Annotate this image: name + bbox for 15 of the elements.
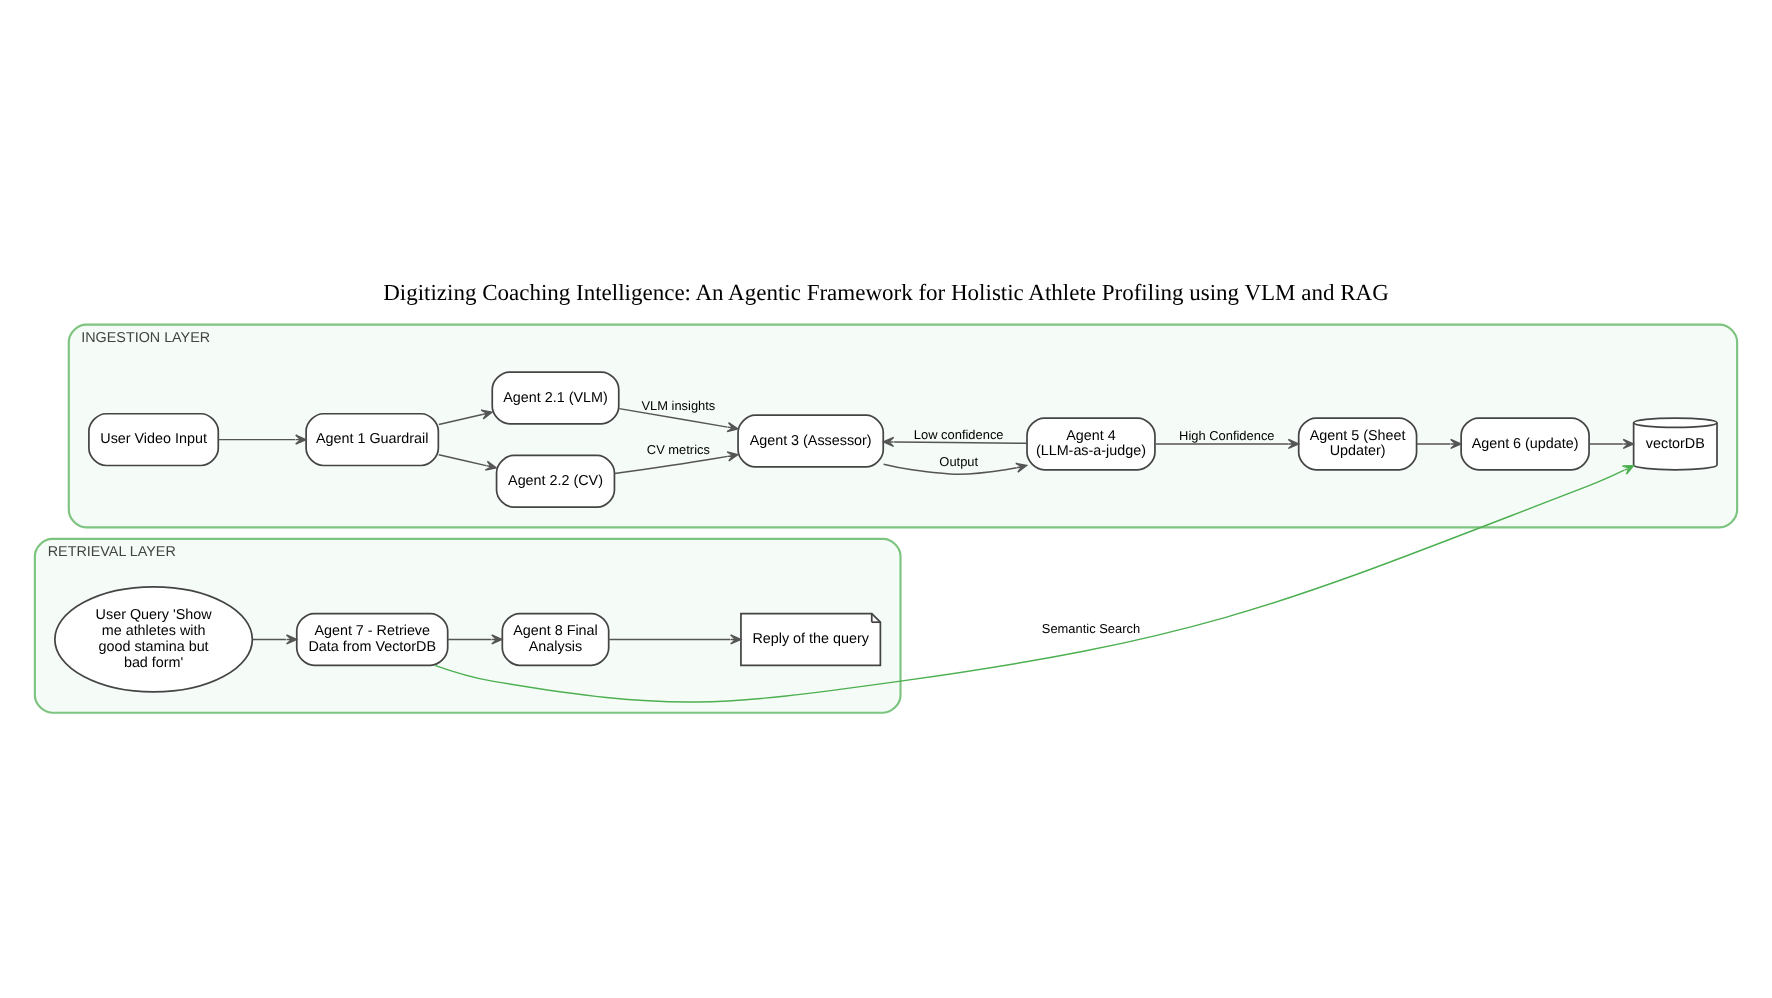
arrow — [608, 633, 742, 644]
arrow — [438, 452, 497, 470]
arrow — [1588, 437, 1635, 449]
arrow — [1154, 437, 1300, 449]
arrow — [882, 435, 1028, 447]
arrow — [613, 450, 739, 474]
arrow — [618, 406, 739, 432]
diagram-title: Digitizing Coaching Intelligence: An Agentic Framework for Holistic Athlete Profiling using VLM and RAG — [383, 280, 1389, 305]
arrow — [882, 461, 1028, 475]
arrow — [252, 633, 298, 644]
arrow — [434, 463, 1635, 702]
arrow — [1415, 437, 1462, 449]
arrow — [217, 433, 307, 444]
arrow — [438, 408, 493, 425]
arrow — [447, 633, 503, 644]
